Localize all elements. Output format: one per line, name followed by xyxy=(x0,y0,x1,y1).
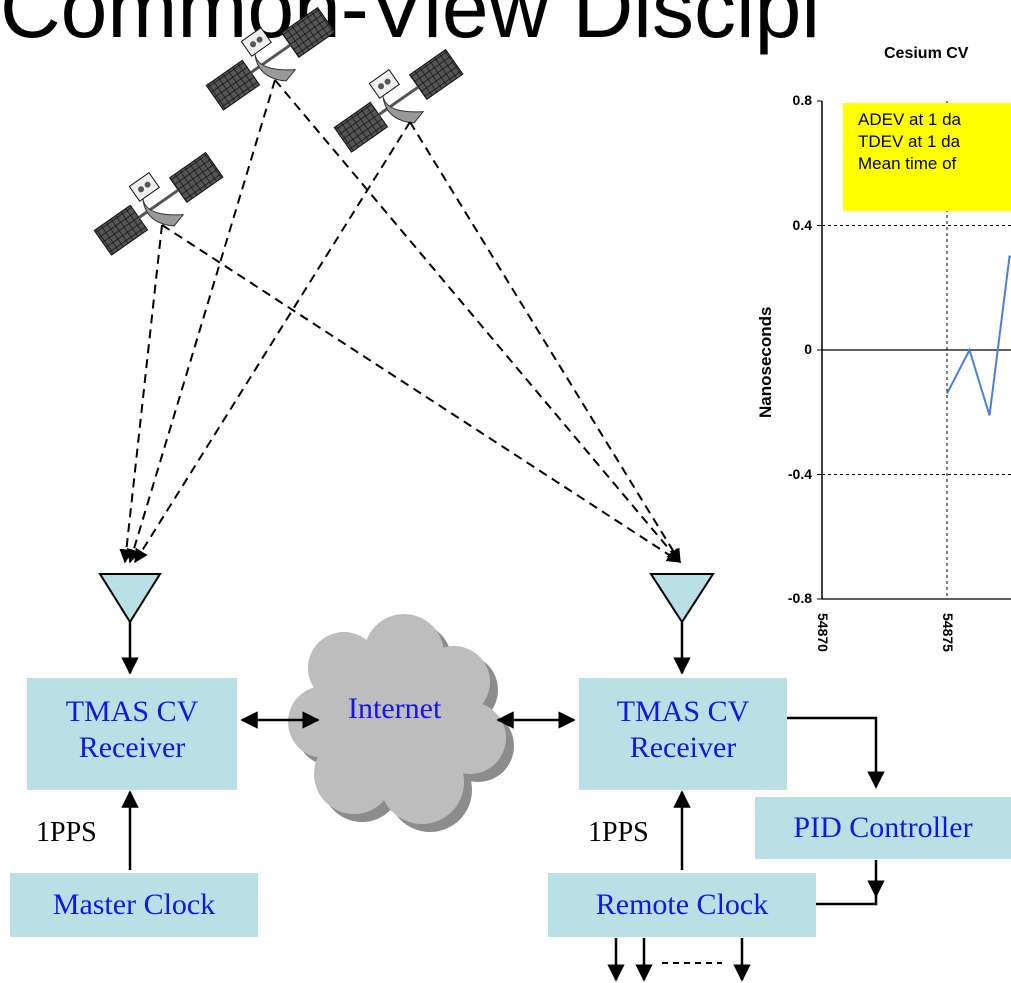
tmas-cv-receiver-left: TMAS CV Receiver xyxy=(27,678,237,790)
master-clock-box: Master Clock xyxy=(10,873,258,937)
chart-grid xyxy=(822,101,1011,600)
chart-x-tick-label: 54875 xyxy=(940,613,956,652)
chart-y-tick-label: 0.4 xyxy=(792,216,812,233)
antenna-icon xyxy=(98,573,162,624)
master-clock-label: Master Clock xyxy=(52,888,216,921)
stats-line: ADEV at 1 da xyxy=(858,110,962,129)
remote-clock-box: Remote Clock xyxy=(548,873,816,937)
receiver-right-line1: TMAS CV xyxy=(616,695,750,728)
antenna-icon xyxy=(649,573,715,624)
chart-y-label: Nanoseconds xyxy=(756,306,775,418)
chart-title: Cesium CV xyxy=(884,45,969,62)
receiver-left-line1: TMAS CV xyxy=(65,695,199,728)
stats-line: Mean time of xyxy=(858,154,957,173)
remote-clock-label: Remote Clock xyxy=(595,888,769,921)
signal-paths xyxy=(119,79,682,564)
chart-y-tick-label: 0.8 xyxy=(792,92,812,108)
internet-label: Internet xyxy=(348,692,442,725)
chart-stats-box: ADEV at 1 da TDEV at 1 da Mean time of xyxy=(843,103,1011,211)
stats-line: TDEV at 1 da xyxy=(858,132,961,151)
receiver-right-line2: Receiver xyxy=(629,731,737,764)
chart-y-tick-label: -0.4 xyxy=(787,465,812,482)
satellite-icon xyxy=(333,48,464,153)
slide-title: Common-View Discipl xyxy=(0,0,820,55)
pid-controller-label: PID Controller xyxy=(793,811,973,844)
tmas-cv-receiver-right: TMAS CV Receiver xyxy=(579,678,787,790)
chart-y-tick-label: -0.8 xyxy=(787,590,812,606)
pps-label-right: 1PPS xyxy=(588,817,649,848)
chart-x-tick-label: 54870 xyxy=(815,613,831,652)
chart-y-tick-label: 0 xyxy=(804,341,812,357)
satellite-icon xyxy=(205,6,336,111)
connectors xyxy=(121,622,885,982)
chart-axis-ticks xyxy=(817,100,822,600)
pps-label-left: 1PPS xyxy=(36,817,97,848)
receiver-left-line2: Receiver xyxy=(78,731,186,764)
satellite-icon xyxy=(93,151,224,256)
pid-controller-box: PID Controller xyxy=(755,797,1011,859)
cloud-icon xyxy=(288,614,514,832)
